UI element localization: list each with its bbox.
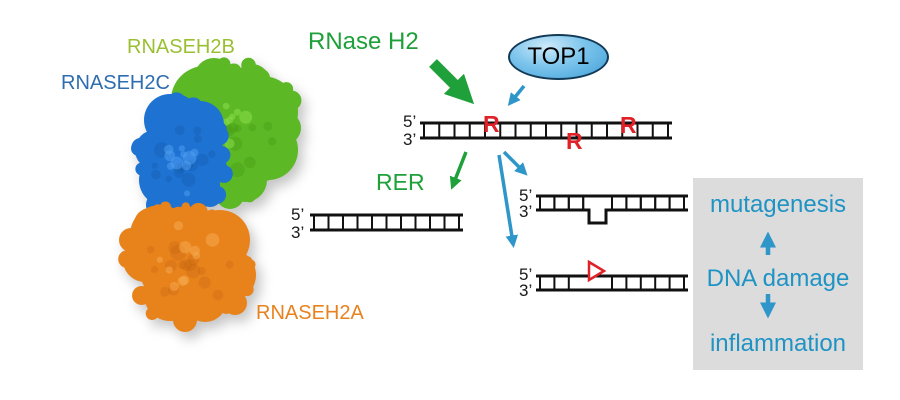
damage-pathway-arrow (497, 154, 519, 248)
deletion-dna-three-prime-label: 3’ (519, 202, 533, 221)
inflammation-label: inflammation (709, 330, 847, 357)
rer-product-duplex (310, 213, 463, 232)
rnaseh2-action-arrow (429, 59, 475, 105)
top1-label: TOP1 (527, 43, 590, 70)
rnaseh2c-lobe (131, 92, 233, 241)
mutagenesis-label: mutagenesis (709, 191, 847, 218)
rnaseh2-complex-structure (118, 57, 302, 332)
nicked-adduct-duplex (536, 259, 688, 292)
deletion-loop-duplex (536, 194, 688, 225)
main-dna-five-prime-label: 5’ (403, 112, 417, 131)
top1-oval: TOP1 (508, 34, 609, 80)
rer-dna-five-prime-label: 5’ (291, 205, 305, 224)
rnaseh2-enzyme-label: RNase H2 (308, 28, 419, 55)
top1-action-arrow (507, 84, 526, 106)
ribonucleotide-mark-1: R (483, 111, 500, 137)
rnaseh2c-label: RNASEH2C (61, 72, 170, 94)
rnaseh2a-label: RNASEH2A (256, 302, 364, 324)
deletion-loop (536, 208, 688, 225)
rer-dna-three-prime-label: 3’ (291, 223, 305, 242)
ribonucleotide-mark-3: R (620, 112, 637, 138)
rer-label: RER (376, 169, 425, 195)
rnaseh2b-lobe (159, 57, 302, 209)
ribonucleotide-adduct-marker (587, 259, 607, 283)
rnaseh2a-lobe (118, 201, 256, 332)
rer-pathway-arrow (449, 151, 468, 190)
nick-dna-five-prime-label: 5’ (519, 265, 533, 284)
nick-dna-three-prime-label: 3’ (519, 281, 533, 300)
deletion-dna-five-prime-label: 5’ (519, 186, 533, 205)
outcomes-panel (693, 178, 863, 370)
ribonucleotide-mark-2: R (566, 128, 583, 154)
dna-damage-label: DNA damage (706, 265, 850, 292)
mutagenic-pathway-arrow (502, 150, 528, 176)
rnaseh2b-label: RNASEH2B (127, 36, 235, 58)
main-dna-three-prime-label: 3’ (403, 130, 417, 149)
